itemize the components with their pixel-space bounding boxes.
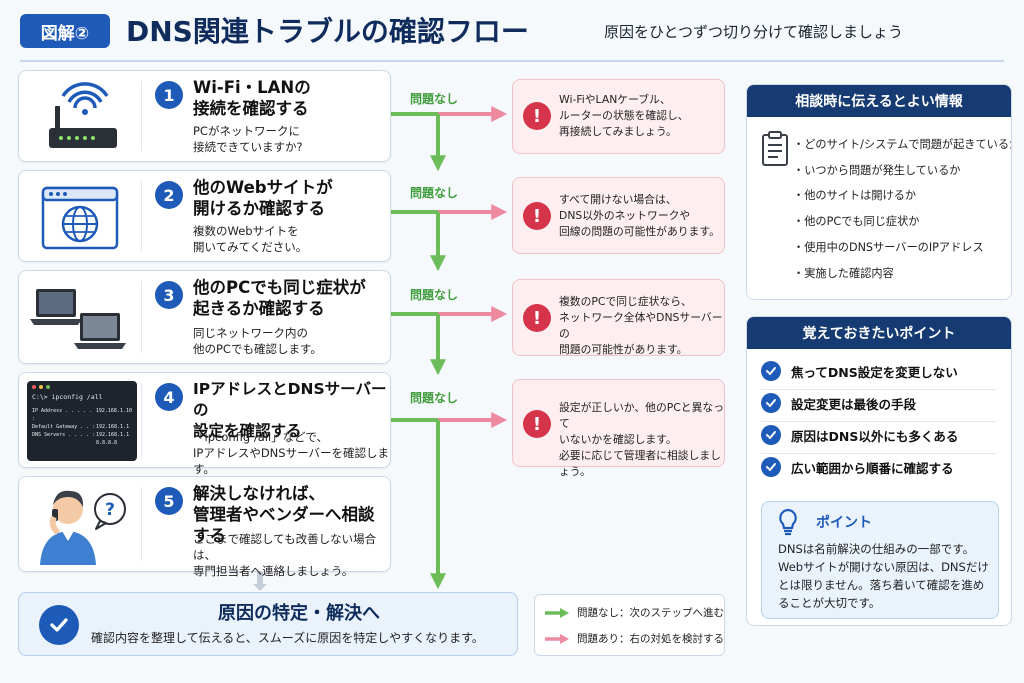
result-desc: 確認内容を整理して伝えると、スムーズに原因を特定しやすくなります。: [91, 631, 484, 645]
step-title-4: IPアドレスとDNSサーバーの 設定を確認する: [193, 380, 387, 440]
person-phone-icon: ?: [25, 483, 135, 565]
issue-text-2: すべて開けない場合は、 DNS以外のネットワークや 回線の問題の可能性があります…: [559, 193, 720, 238]
terminal-prompt: C:\> ipconfig /all: [32, 393, 103, 401]
info-item: ・実施した確認内容: [793, 267, 894, 280]
points-panel: 覚えておきたいポイント 焦ってDNS設定を変更しない 設定変更は最後の手段 原因…: [746, 316, 1012, 626]
step-number-2: 2: [155, 181, 183, 209]
router-icon: [25, 77, 135, 157]
figure-badge: 図解②: [20, 14, 110, 48]
step-title-1: Wi-Fi・LANの 接続を確認する: [193, 78, 311, 118]
check-circle-icon: [761, 361, 781, 381]
tip-title: ポイント: [816, 515, 872, 531]
info-panel-title: 相談時に伝えるとよい情報: [747, 85, 1011, 117]
alert-icon: !: [523, 202, 551, 230]
check-circle-icon: [761, 425, 781, 445]
step-desc-3: 同じネットワーク内の 他のPCでも確認します。: [193, 326, 322, 356]
issue-box-1: ! Wi-FiやLANケーブル、 ルーターの状態を確認し、 再接続してみましょう…: [512, 79, 725, 154]
step-desc-5: ここまで確認しても改善しない場合は、 専門担当者へ連絡しましょう。: [193, 532, 377, 578]
step-title-5: 解決しなければ、 管理者やベンダーへ相談する: [193, 484, 375, 545]
issue-text-1: Wi-FiやLANケーブル、 ルーターの状態を確認し、 再接続してみましょう。: [559, 93, 689, 138]
step-number-3: 3: [155, 281, 183, 309]
info-panel: 相談時に伝えるとよい情報 ・どのサイト/システムで問題が起きているか ・いつから…: [746, 84, 1012, 300]
lightbulb-icon: [776, 508, 800, 540]
point-item: 広い範囲から順番に確認する: [761, 457, 997, 477]
info-item: ・どのサイト/システムで問題が起きているか: [793, 138, 1012, 151]
legend: 問題なし：次のステップへ進む 問題あり：右の対処を検討する: [534, 594, 725, 656]
step-card-4: C:\> ipconfig /all IP Address . . . . . …: [18, 372, 391, 476]
points-panel-title: 覚えておきたいポイント: [747, 317, 1011, 349]
clipboard-icon: [761, 131, 789, 171]
step-title-2: 他のWebサイトが 開けるか確認する: [193, 178, 333, 218]
point-item: 焦ってDNS設定を変更しない: [761, 361, 997, 381]
check-circle-icon: [761, 457, 781, 477]
alert-icon: !: [523, 304, 551, 332]
ok-label-4: 問題なし: [410, 391, 459, 405]
alert-icon: !: [523, 102, 551, 130]
laptops-icon: [25, 277, 135, 357]
page-subtitle: 原因をひとつずつ切り分けて確認しましょう: [604, 23, 903, 41]
legend-ok: 問題なし：次のステップへ進む: [545, 605, 724, 620]
ok-label-1: 問題なし: [410, 92, 459, 106]
step-desc-1: PCがネットワークに 接続できていますか?: [193, 124, 303, 154]
check-circle-icon: [39, 605, 79, 645]
tip-box: ポイント DNSは名前解決の仕組みの一部です。Webサイトが開けない原因は、DN…: [761, 501, 999, 619]
page-title: DNS関連トラブルの確認フロー: [126, 15, 529, 48]
legend-ng: 問題あり：右の対処を検討する: [545, 631, 724, 646]
step-card-5: ? 5 解決しなければ、 管理者やベンダーへ相談する ここまで確認しても改善しな…: [18, 476, 391, 578]
point-item: 設定変更は最後の手段: [761, 393, 997, 413]
result-box: 原因の特定・解決へ 確認内容を整理して伝えると、スムーズに原因を特定しやすくなり…: [18, 592, 518, 656]
step-title-3: 他のPCでも同じ症状が 起きるか確認する: [193, 278, 366, 318]
point-item: 原因はDNS以外にも多くある: [761, 425, 997, 445]
alert-icon: !: [523, 410, 551, 438]
header-divider: [20, 60, 1004, 62]
step-card-3: 3 他のPCでも同じ症状が 起きるか確認する 同じネットワーク内の 他のPCでも…: [18, 270, 391, 364]
green-arrow-icon: [545, 607, 569, 618]
issue-box-3: ! 複数のPCで同じ症状なら、 ネットワーク全体やDNSサーバーの 問題の可能性…: [512, 279, 725, 356]
issue-text-3: 複数のPCで同じ症状なら、 ネットワーク全体やDNSサーバーの 問題の可能性があ…: [559, 295, 723, 356]
tip-text: DNSは名前解決の仕組みの一部です。Webサイトが開けない原因は、DNSだけとは…: [778, 542, 989, 610]
step5-down-arrowhead: [253, 584, 267, 591]
info-item: ・他のサイトは開けるか: [793, 189, 917, 202]
browser-globe-icon: [25, 177, 135, 257]
terminal-icon: C:\> ipconfig /all IP Address . . . . . …: [27, 381, 137, 461]
step-number-5: 5: [155, 487, 183, 515]
ok-label-3: 問題なし: [410, 288, 459, 302]
ok-label-2: 問題なし: [410, 186, 459, 200]
step-desc-4: 「ipconfig /all」などで、 IPアドレスやDNSサーバーを確認します…: [193, 430, 389, 476]
svg-text:?: ?: [105, 500, 115, 520]
step-desc-2: 複数のWebサイトを 開いてみてください。: [193, 224, 308, 254]
step-card-1: 1 Wi-Fi・LANの 接続を確認する PCがネットワークに 接続できています…: [18, 70, 391, 162]
step-number-1: 1: [155, 81, 183, 109]
result-title: 原因の特定・解決へ: [218, 603, 380, 624]
issue-box-4: ! 設定が正しいか、他のPCと異なって いないかを確認します。 必要に応じて管理…: [512, 379, 725, 478]
info-item: ・使用中のDNSサーバーのIPアドレス: [793, 241, 984, 254]
issue-text-4: 設定が正しいか、他のPCと異なって いないかを確認します。 必要に応じて管理者に…: [559, 401, 724, 478]
step-number-4: 4: [155, 383, 183, 411]
step-card-2: 2 他のWebサイトが 開けるか確認する 複数のWebサイトを 開いてみてくださ…: [18, 170, 391, 262]
check-circle-icon: [761, 393, 781, 413]
issue-box-2: ! すべて開けない場合は、 DNS以外のネットワークや 回線の問題の可能性があり…: [512, 177, 725, 254]
pink-arrow-icon: [545, 633, 569, 644]
info-item: ・他のPCでも同じ症状か: [793, 215, 920, 228]
info-item: ・いつから問題が発生しているか: [793, 164, 961, 177]
